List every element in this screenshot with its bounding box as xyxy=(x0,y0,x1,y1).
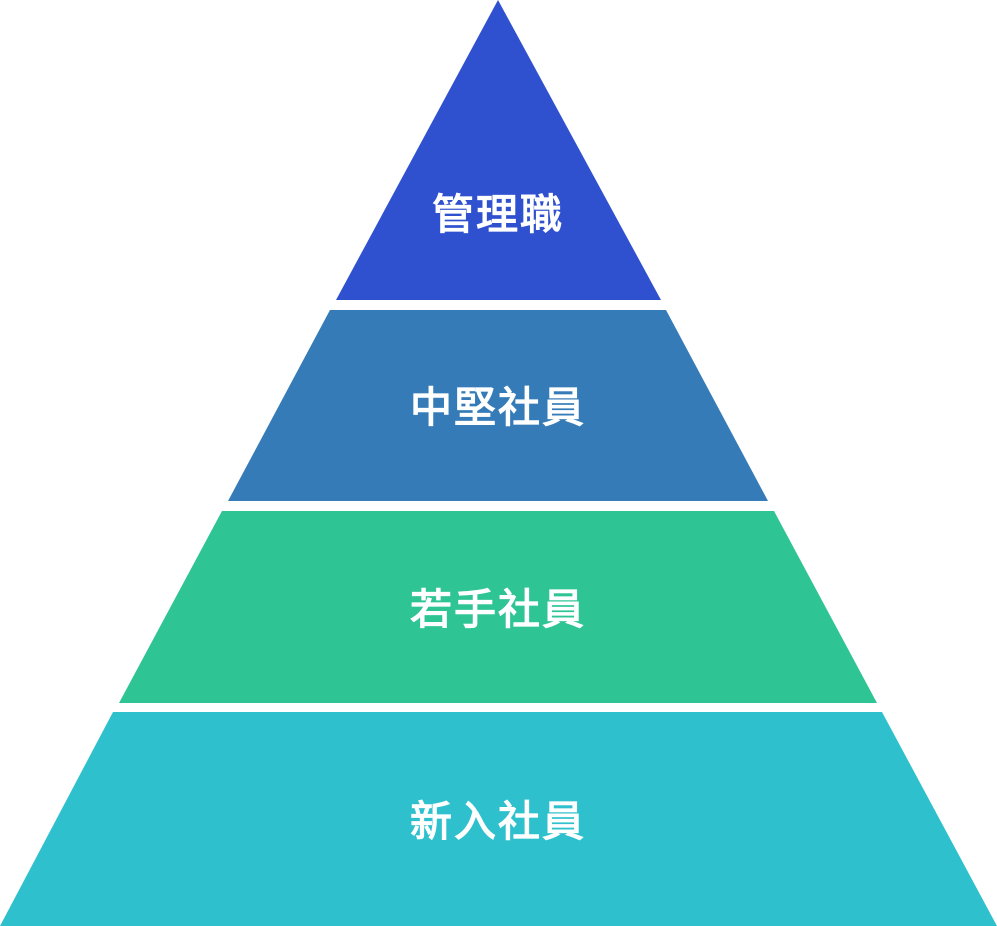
tier-young-label: 若手社員 xyxy=(410,585,586,634)
tier-mid-level-label: 中堅社員 xyxy=(410,383,586,432)
tier-management-label: 管理職 xyxy=(432,190,564,239)
tier-young: 若手社員 xyxy=(119,511,877,703)
tier-mid-level-shape xyxy=(228,310,768,501)
tier-new-hire-shape xyxy=(0,712,997,926)
tier-new-hire-label: 新入社員 xyxy=(410,797,586,846)
tier-young-shape xyxy=(119,511,877,703)
tier-management-shape xyxy=(336,0,661,300)
tier-new-hire: 新入社員 xyxy=(0,712,997,926)
tier-mid-level: 中堅社員 xyxy=(228,310,768,501)
tier-management: 管理職 xyxy=(336,0,661,300)
